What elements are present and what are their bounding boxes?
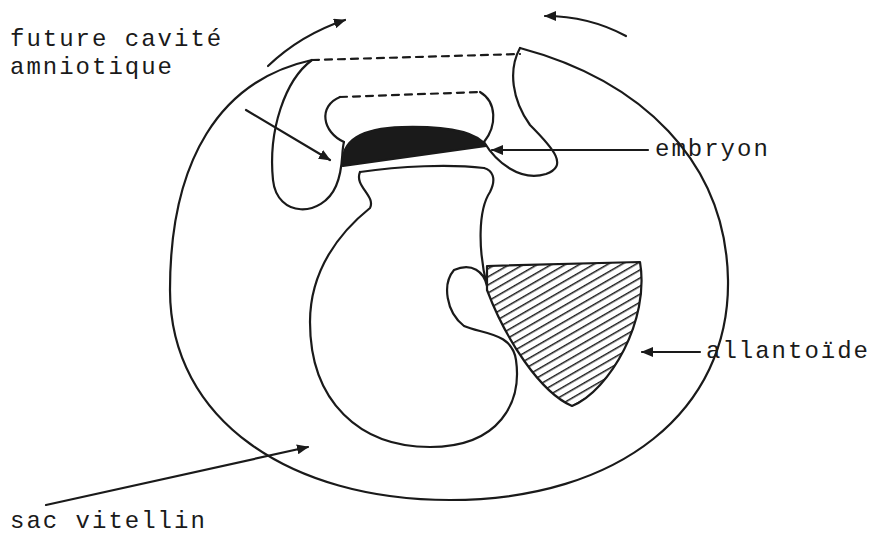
amniotic-fold bbox=[272, 60, 344, 209]
callout-label: future cavité amniotique bbox=[10, 26, 242, 82]
yolk-sac bbox=[360, 166, 484, 172]
leader-line bbox=[642, 351, 700, 353]
callout-label: sac vitellin bbox=[10, 508, 207, 536]
leader-line bbox=[46, 447, 308, 505]
outer-membrane bbox=[170, 48, 728, 500]
amniotic-fold bbox=[325, 97, 344, 142]
dashed-closure bbox=[340, 92, 480, 97]
leader-line bbox=[492, 149, 648, 151]
callout-label: allantoïde bbox=[706, 338, 870, 366]
leader-line bbox=[246, 110, 330, 160]
movement-arrow bbox=[268, 20, 345, 66]
allantois bbox=[487, 262, 642, 406]
dashed-closure bbox=[312, 54, 520, 60]
movement-arrow bbox=[545, 16, 626, 36]
amniotic-fold bbox=[484, 48, 557, 176]
embryo bbox=[343, 127, 486, 166]
callout-label: embryon bbox=[655, 136, 770, 164]
yolk-sac bbox=[310, 168, 517, 447]
amniotic-fold bbox=[480, 92, 493, 142]
